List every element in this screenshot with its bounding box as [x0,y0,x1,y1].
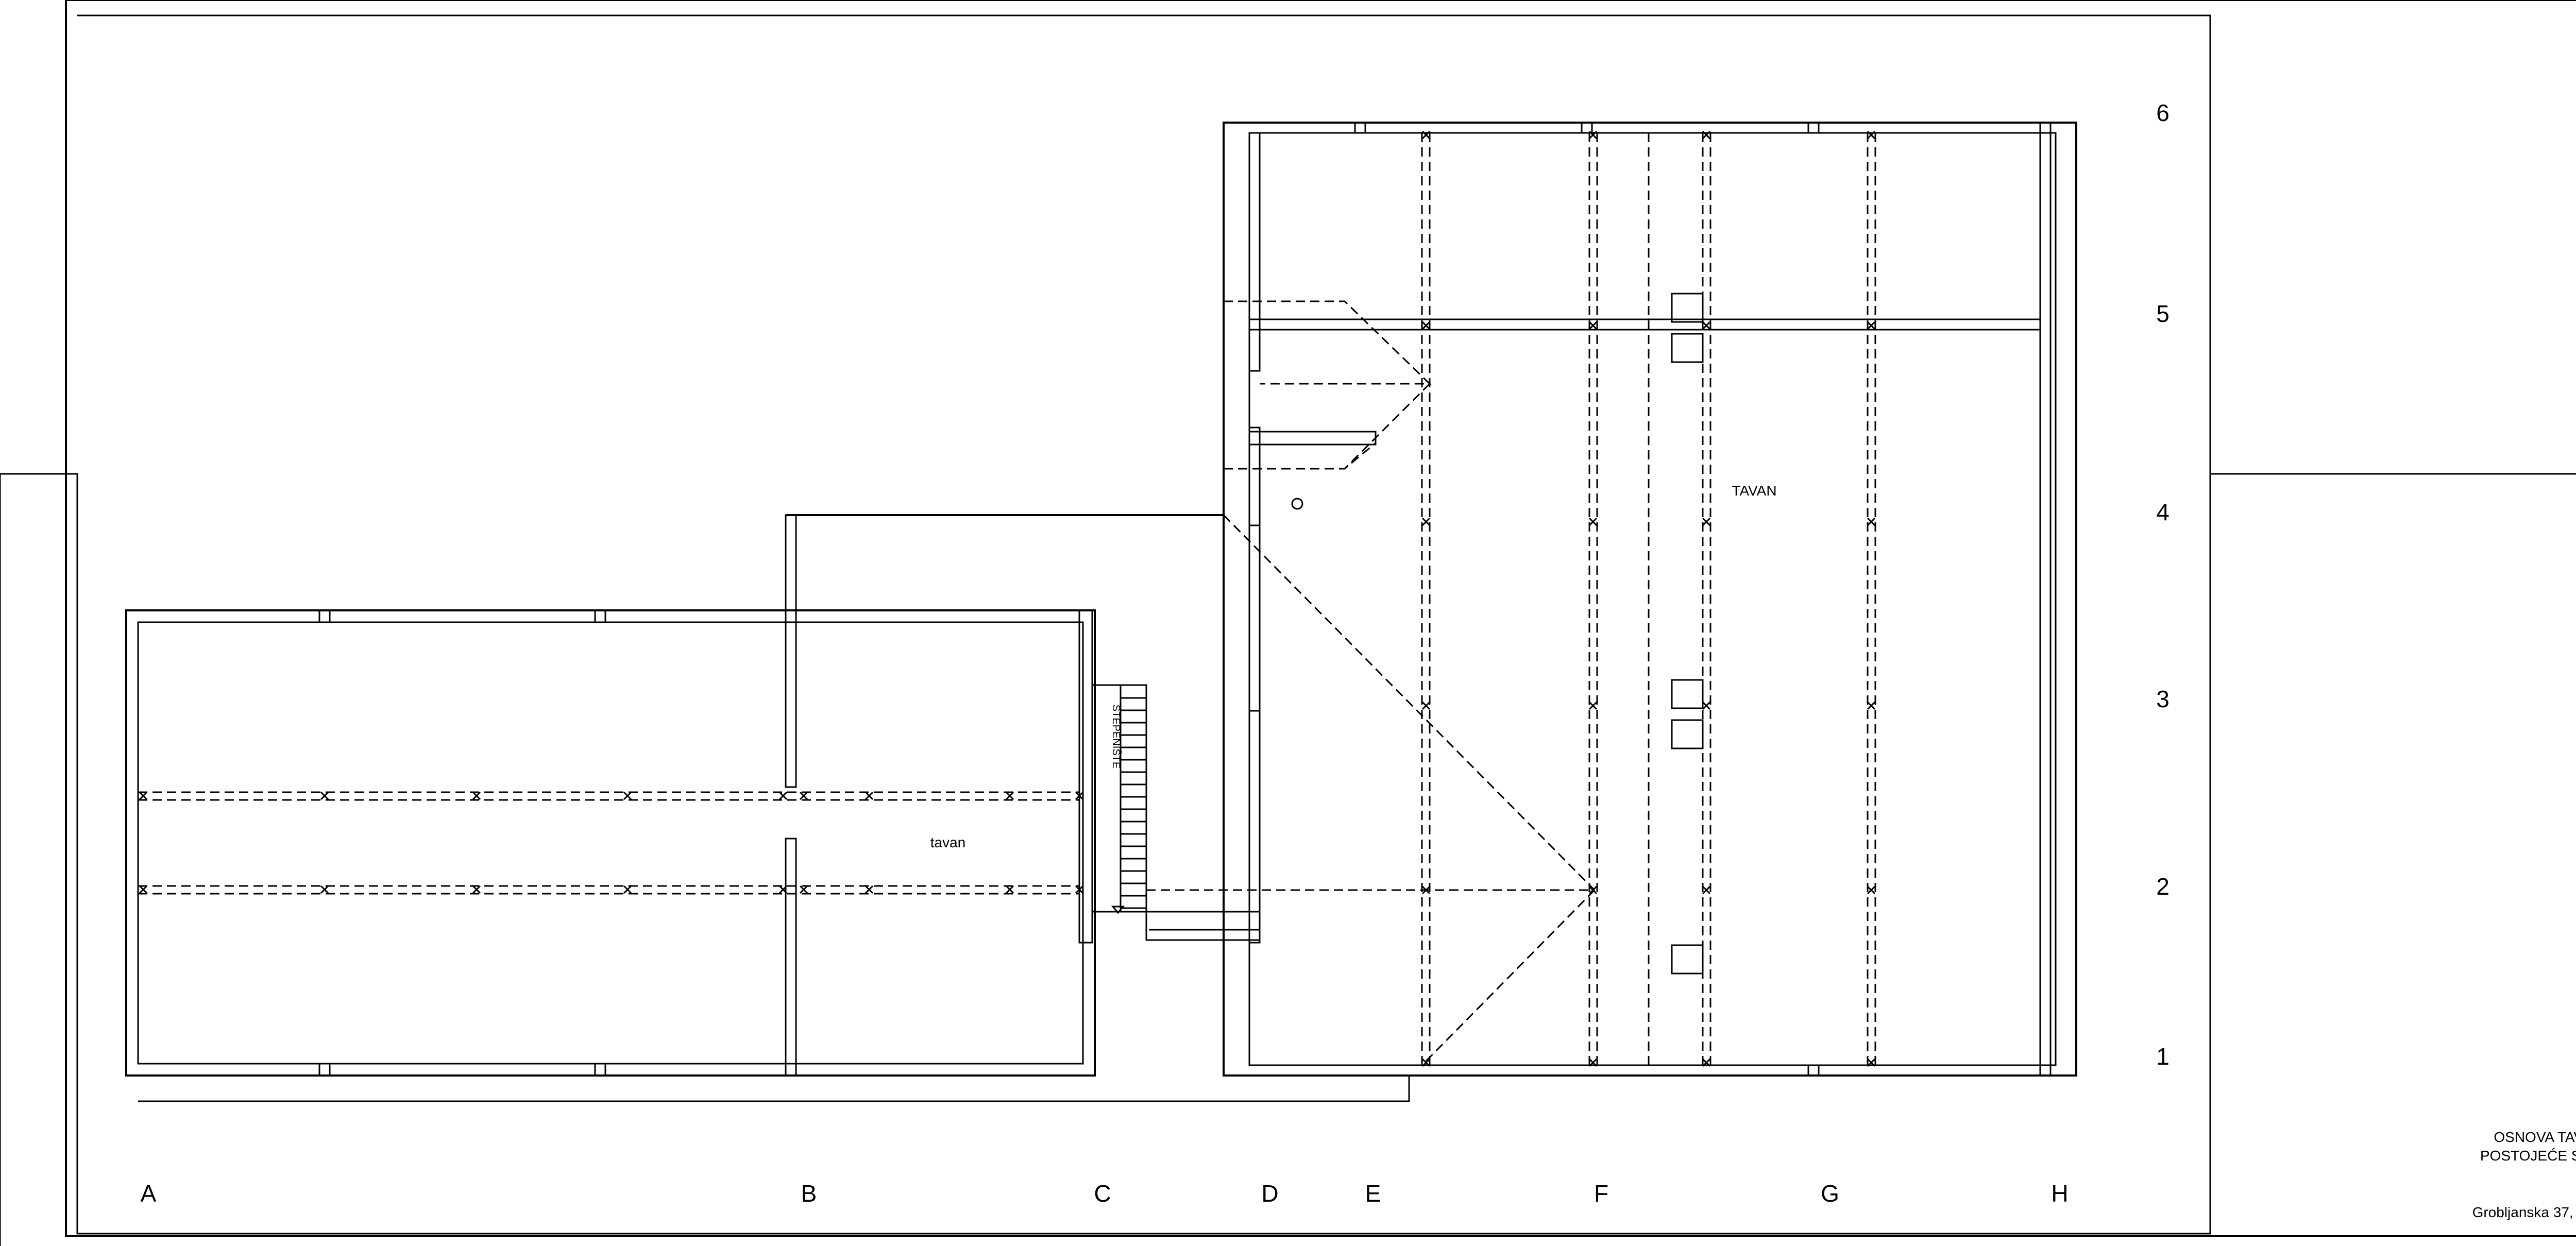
room-label-tavan-upper: TAVAN [1732,483,1776,499]
axis-letters: A B C D E F G H [141,1180,2069,1207]
stair-label: STEPENIŠTE [1110,705,1122,769]
staircase: STEPENIŠTE [1091,684,1261,941]
axis-number-4: 4 [2156,499,2170,525]
beam-intersection-marks [139,130,1876,1067]
axis-number-6: 6 [2156,99,2170,126]
axis-letter-f: F [1594,1180,1608,1207]
project-address: Grobljanska 37, Pančevo [2472,1204,2576,1220]
dashed-beams [138,133,1876,1066]
axis-number-3: 3 [2156,686,2170,712]
axis-letter-e: E [1365,1180,1381,1207]
axis-number-5: 5 [2156,300,2170,327]
right-building [1149,122,2077,1077]
axis-letter-c: C [1094,1180,1111,1207]
axis-letter-h: H [2051,1180,2068,1207]
axis-letter-d: D [1261,1180,1278,1207]
room-label-tavan: tavan [930,834,966,850]
roof-outline [786,123,1225,516]
axis-letter-a: A [141,1180,157,1207]
axis-number-2: 2 [2156,873,2170,900]
axis-numbers: 6 5 4 3 2 1 [2156,99,2170,1070]
title-line-2: POSTOJEĆE STANJE [2480,1148,2576,1164]
axis-number-1: 1 [2156,1043,2170,1070]
axis-letter-b: B [801,1180,817,1207]
left-building [125,514,1427,1102]
axis-letter-g: G [1821,1180,1839,1207]
